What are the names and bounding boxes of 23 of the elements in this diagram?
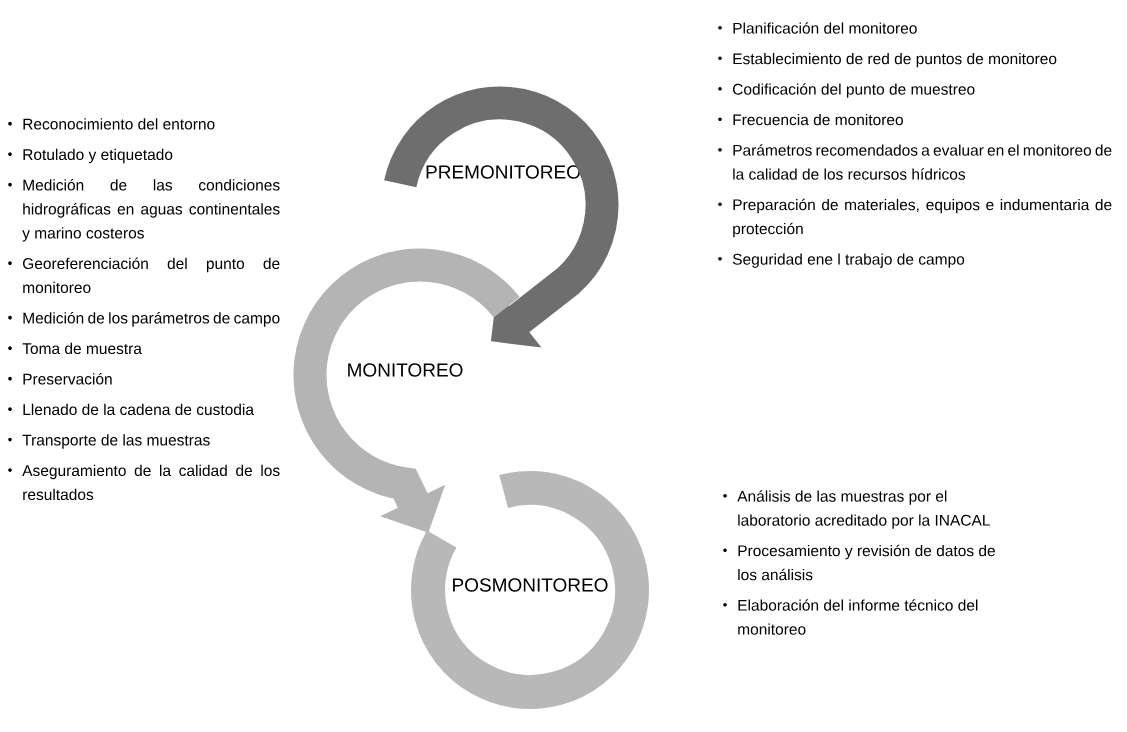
ring-with-label: POSMONITOREO — [411, 471, 649, 709]
bullet-item: Procesamiento y revisión de datos de los análisis — [723, 544, 995, 581]
bullet-item: Rotulado y etiquetado — [8, 148, 173, 164]
bullet-item: Planificación del monitoreo — [718, 22, 917, 34]
bullet-item: Transporte de las muestras — [8, 434, 210, 449]
bullet-item: Análisis de las muestras por el laboratorio acreditado por la INACAL — [723, 490, 990, 529]
phase-label: PREMONITOREO — [426, 165, 581, 179]
bullet-item: Toma de muestra — [8, 342, 142, 355]
bullet-item: Establecimiento de red de puntos de monitoreo — [718, 52, 1057, 68]
bullet-item: Aseguramiento de la calidad de los resultados — [8, 464, 280, 501]
bullet-item: Elaboración del informe técnico del monitoreo — [723, 599, 978, 635]
bullet-item: Reconocimiento del entorno — [8, 118, 215, 130]
bullet-item: Llenado de la cadena de custodia — [8, 403, 254, 416]
bullet-item: Frecuencia de monitoreo — [718, 113, 903, 126]
bullet-item: Medición de las condiciones hidrográficas en aguas continentales y marino costeros — [8, 179, 280, 242]
bullet-item: Medición de los parámetros de campo — [8, 312, 280, 327]
bullet-item: Preparación de materiales, equipos e indumentaria de protección — [718, 198, 1112, 238]
bullet-item: Preservación — [8, 373, 112, 385]
bullet-item: Georeferenciación del punto de monitoreo — [8, 257, 280, 294]
phase-label: MONITOREO — [348, 363, 463, 377]
bullet-item: Seguridad ene l trabajo de campo — [718, 253, 965, 268]
bullet-item: Codificación del punto de muestreo — [718, 83, 975, 98]
bullet-item: Parámetros recomendados a evaluar en el monitoreo de la calidad de los recursos hídricos — [718, 144, 1112, 180]
